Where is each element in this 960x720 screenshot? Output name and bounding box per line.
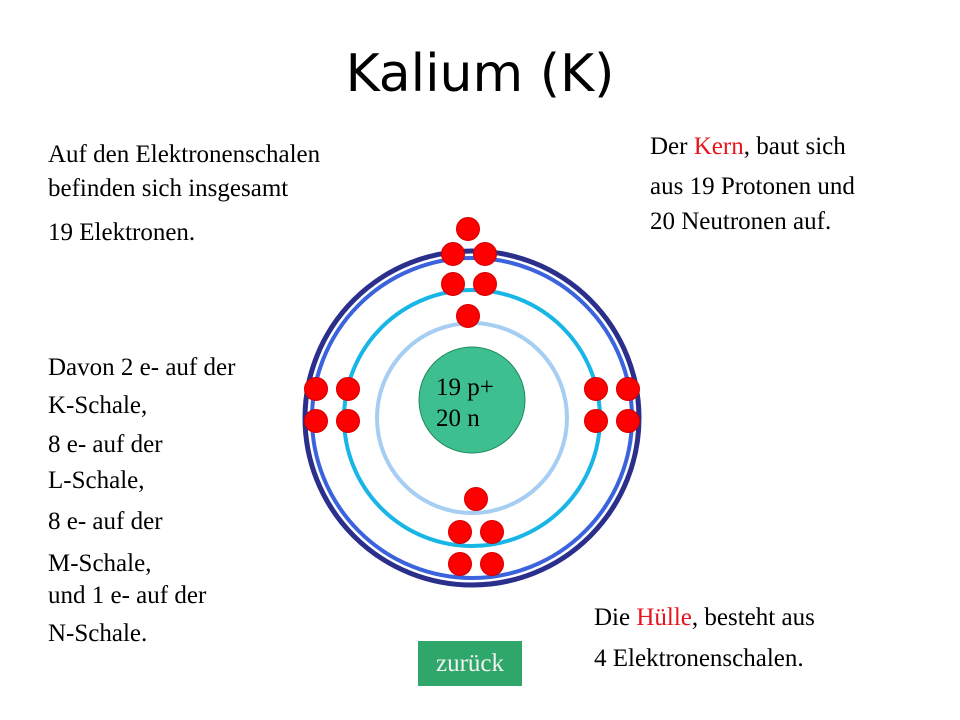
kern-post: , baut sich — [743, 133, 846, 160]
kern-line-3: 20 Neutronen auf. — [650, 208, 832, 235]
huelle-line-2: 4 Elektronenschalen. — [594, 645, 804, 672]
electron — [304, 377, 328, 401]
electron — [584, 377, 608, 401]
electron — [336, 377, 360, 401]
page-title: Kalium (K) — [345, 44, 615, 104]
electron — [616, 409, 640, 433]
electron — [448, 552, 472, 576]
kern-line-1: Der Kern, baut sich — [650, 130, 846, 164]
electron — [441, 272, 465, 296]
kern-pre: Der — [650, 133, 694, 160]
intro-line-2: befinden sich insgesamt — [48, 175, 289, 202]
electron — [480, 552, 504, 576]
huelle-pre: Die — [594, 604, 637, 631]
electron — [304, 409, 328, 433]
shells-line-7: und 1 e- auf der — [48, 582, 207, 609]
electrons — [304, 217, 640, 576]
electron — [473, 242, 497, 266]
shells-line-5: 8 e- auf der — [48, 508, 163, 535]
intro-line-3: 19 Elektronen. — [48, 219, 196, 246]
shells-line-1: Davon 2 e- auf der — [48, 354, 236, 381]
nucleus-protons: 19 p+ — [436, 374, 494, 401]
back-button[interactable]: zurück — [418, 641, 522, 686]
electron — [480, 520, 504, 544]
electron — [616, 377, 640, 401]
electron — [584, 409, 608, 433]
shells-line-8: N-Schale. — [48, 620, 148, 647]
huelle-word: Hülle — [636, 604, 692, 631]
intro-line-1: Auf den Elektronenschalen — [48, 141, 321, 168]
shells-line-4: L-Schale, — [48, 467, 145, 494]
shells-line-3: 8 e- auf der — [48, 431, 163, 458]
huelle-post: , besteht aus — [691, 604, 815, 631]
shells-line-2: K-Schale, — [48, 392, 148, 419]
shells-line-6: M-Schale, — [48, 550, 152, 577]
electron — [456, 304, 480, 328]
electron — [464, 487, 488, 511]
nucleus-neutrons: 20 n — [436, 405, 480, 432]
kern-word: Kern — [693, 133, 744, 160]
electron — [336, 409, 360, 433]
kern-line-2: aus 19 Protonen und — [650, 173, 855, 200]
electron — [441, 242, 465, 266]
electron — [456, 217, 480, 241]
electron — [448, 520, 472, 544]
huelle-line-1: Die Hülle, besteht aus — [594, 601, 815, 635]
electron — [473, 272, 497, 296]
nucleus — [418, 346, 526, 454]
